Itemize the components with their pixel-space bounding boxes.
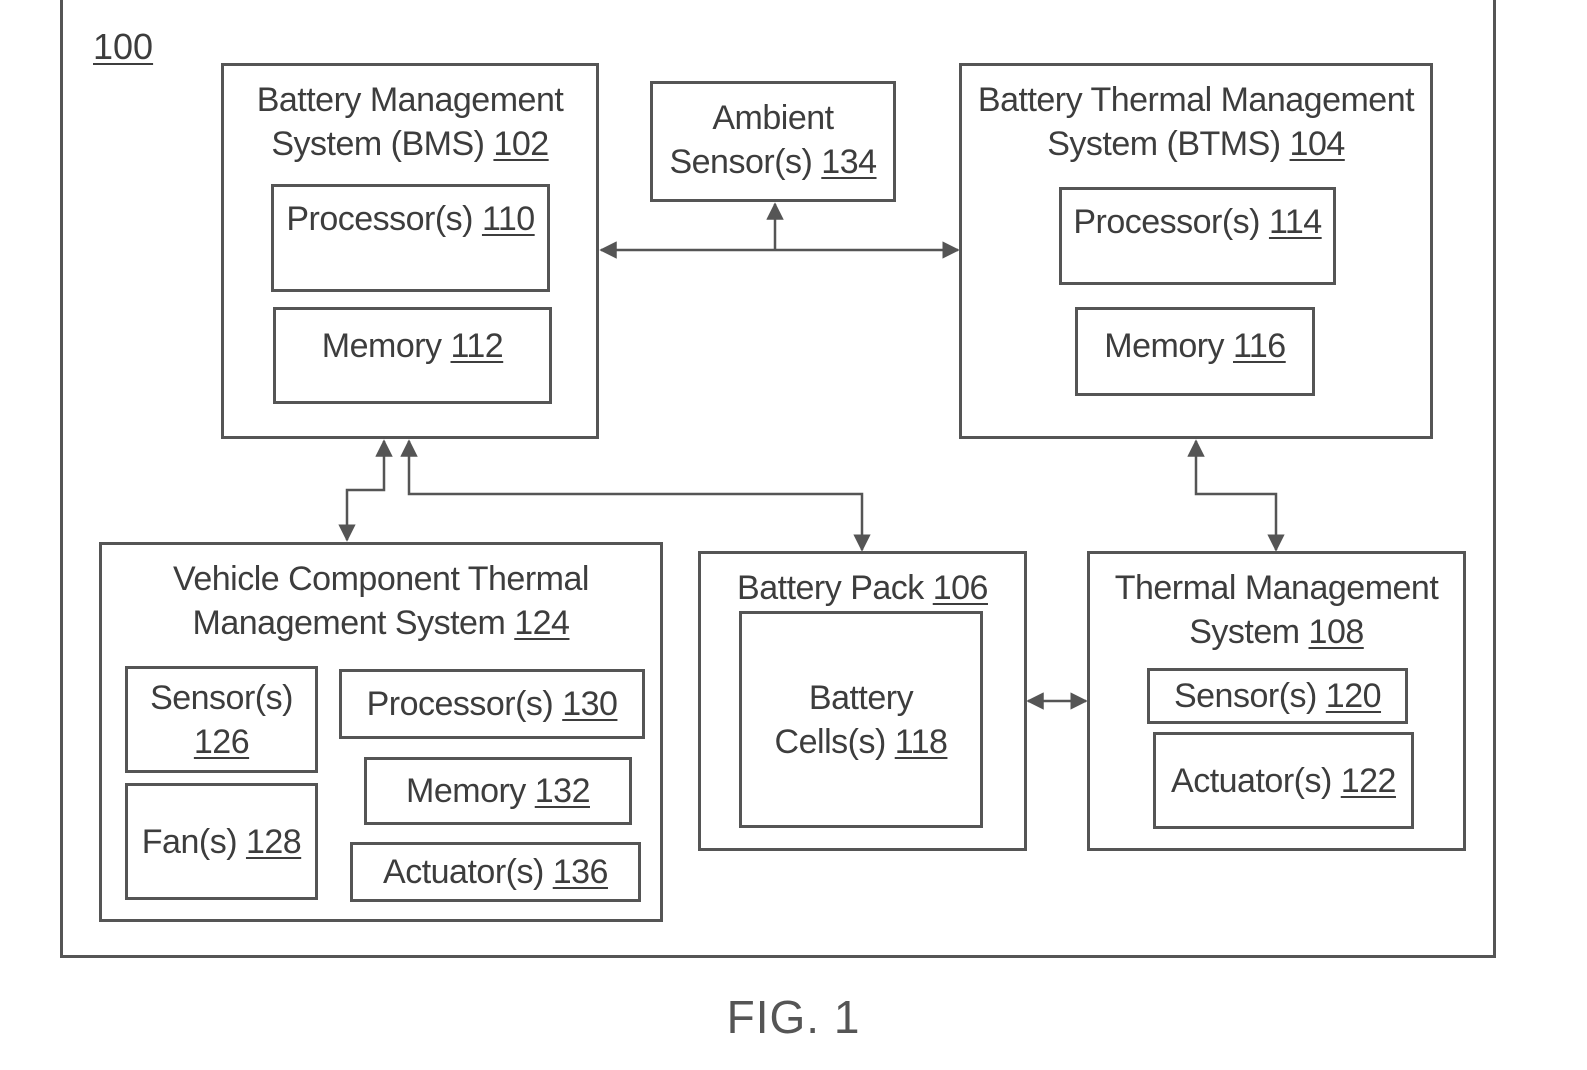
tms-sensors-text: Sensor(s): [1174, 677, 1326, 715]
bms-memory-box: Memory 112: [273, 307, 552, 404]
tms-sensors-box: Sensor(s) 120: [1147, 668, 1408, 724]
bms-vctms-connector: [347, 441, 384, 540]
battery-cells-label: Battery Cells(s) 118: [742, 676, 980, 764]
btms-memory-label: Memory 116: [1078, 324, 1312, 368]
tms-title-line2: System 108: [1090, 610, 1463, 654]
vctms-actuators-ref: 136: [553, 853, 608, 891]
vctms-title-line2: Management System 124: [102, 601, 660, 645]
tms-actuators-label: Actuator(s) 122: [1156, 759, 1411, 803]
btms-processor-label: Processor(s) 114: [1062, 200, 1333, 244]
ambient-sensor-line2: Sensor(s) 134: [653, 140, 893, 184]
vctms-memory-box: Memory 132: [364, 757, 632, 825]
vctms-ref: 124: [514, 604, 569, 642]
btms-ref: 104: [1290, 125, 1345, 163]
vctms-fans-box: Fan(s) 128: [125, 783, 318, 900]
bms-processor-label: Processor(s) 110: [274, 197, 547, 241]
tms-sensors-ref: 120: [1326, 677, 1381, 715]
battery-cells-line1: Battery: [742, 676, 980, 720]
ambient-sensor-ref: 134: [821, 143, 876, 181]
bms-memory-text: Memory: [322, 327, 451, 365]
tms-sensors-label: Sensor(s) 120: [1150, 674, 1405, 718]
btms-tms-connector: [1196, 441, 1276, 550]
bms-processor-ref: 110: [482, 200, 535, 238]
btms-memory-ref: 116: [1233, 327, 1286, 365]
tms-actuators-text: Actuator(s): [1171, 762, 1341, 800]
bms-processor-text: Processor(s): [286, 200, 482, 238]
battery-pack-text: Battery Pack: [737, 569, 933, 607]
btms-processor-text: Processor(s): [1073, 203, 1269, 241]
tms-title-text: System: [1189, 613, 1308, 651]
bms-ref: 102: [493, 125, 548, 163]
battery-cells-line2: Cells(s) 118: [742, 720, 980, 764]
vctms-title-text: Management System: [193, 604, 515, 642]
vctms-sensors-box: Sensor(s) 126: [125, 666, 318, 773]
bms-title-line1: Battery Management: [224, 78, 596, 122]
vctms-fans-text: Fan(s): [142, 823, 246, 861]
vctms-sensors-ref: 126: [128, 720, 315, 764]
vctms-actuators-box: Actuator(s) 136: [350, 842, 641, 902]
figure-caption: FIG. 1: [0, 990, 1587, 1044]
tms-ref: 108: [1309, 613, 1364, 651]
vctms-memory-ref: 132: [535, 772, 590, 810]
vctms-processor-ref: 130: [562, 685, 617, 723]
ambient-sensor-box: Ambient Sensor(s) 134: [650, 81, 896, 202]
battery-cells-text: Cells(s): [775, 723, 895, 761]
btms-title-text: System (BTMS): [1047, 125, 1289, 163]
vctms-sensors-text: Sensor(s): [128, 676, 315, 720]
btms-memory-text: Memory: [1104, 327, 1233, 365]
bms-memory-ref: 112: [451, 327, 504, 365]
vctms-processor-text: Processor(s): [367, 685, 563, 723]
vctms-memory-label: Memory 132: [367, 769, 629, 813]
vctms-actuators-label: Actuator(s) 136: [353, 850, 638, 894]
vctms-actuators-text: Actuator(s): [383, 853, 553, 891]
battery-cells-ref: 118: [895, 723, 948, 761]
ambient-sensor-text: Sensor(s): [669, 143, 821, 181]
btms-memory-box: Memory 116: [1075, 307, 1315, 396]
vctms-fans-ref: 128: [246, 823, 301, 861]
btms-processor-box: Processor(s) 114: [1059, 187, 1336, 285]
bms-title: Battery Management System (BMS) 102: [224, 78, 596, 166]
vctms-processor-label: Processor(s) 130: [342, 682, 642, 726]
btms-title: Battery Thermal Management System (BTMS)…: [962, 78, 1430, 166]
bms-processor-box: Processor(s) 110: [271, 184, 550, 292]
vctms-title: Vehicle Component Thermal Management Sys…: [102, 557, 660, 645]
battery-pack-ref: 106: [933, 569, 988, 607]
tms-title: Thermal Management System 108: [1090, 566, 1463, 654]
btms-title-line1: Battery Thermal Management: [962, 78, 1430, 122]
bms-battery-pack-connector: [409, 441, 862, 550]
btms-title-line2: System (BTMS) 104: [962, 122, 1430, 166]
vctms-processor-box: Processor(s) 130: [339, 669, 645, 739]
tms-actuators-box: Actuator(s) 122: [1153, 732, 1414, 829]
tms-title-line1: Thermal Management: [1090, 566, 1463, 610]
btms-processor-ref: 114: [1269, 203, 1322, 241]
bms-title-text: System (BMS): [271, 125, 493, 163]
ambient-sensor-label: Ambient Sensor(s) 134: [653, 96, 893, 184]
vctms-title-line1: Vehicle Component Thermal: [102, 557, 660, 601]
vctms-sensors-label: Sensor(s) 126: [128, 676, 315, 764]
bms-title-line2: System (BMS) 102: [224, 122, 596, 166]
battery-pack-label: Battery Pack 106: [701, 566, 1024, 610]
tms-actuators-ref: 122: [1341, 762, 1396, 800]
vctms-fans-label: Fan(s) 128: [128, 820, 315, 864]
battery-cells-box: Battery Cells(s) 118: [739, 611, 983, 828]
bms-memory-label: Memory 112: [276, 324, 549, 368]
ambient-sensor-line1: Ambient: [653, 96, 893, 140]
vctms-memory-text: Memory: [406, 772, 535, 810]
